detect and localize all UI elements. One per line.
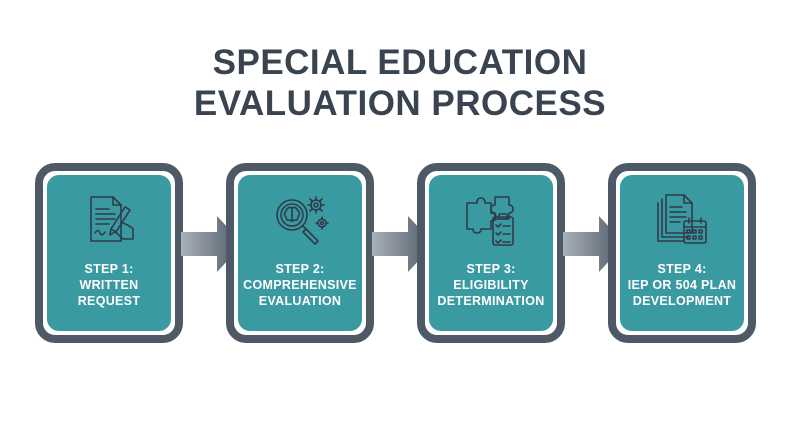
step-2-label: STEP 2: COMPREHENSIVE EVALUATION (238, 261, 362, 309)
step-3-number: STEP 3: (466, 262, 516, 276)
step-1-label: STEP 1: WRITTEN REQUEST (47, 261, 171, 309)
step-2-card: STEP 2: COMPREHENSIVE EVALUATION (226, 163, 374, 343)
step-4-card: STEP 4: IEP OR 504 PLAN DEVELOPMENT (608, 163, 756, 343)
step-4-label: STEP 4: IEP OR 504 PLAN DEVELOPMENT (620, 261, 744, 309)
step-1-card: STEP 1: WRITTEN REQUEST (35, 163, 183, 343)
brain-magnifier-gears-icon (270, 193, 330, 249)
step-3-title-line-2: DETERMINATION (437, 294, 545, 308)
step-1-title-line-2: REQUEST (77, 294, 141, 308)
step-3-label: STEP 3: ELIGIBILITY DETERMINATION (429, 261, 553, 309)
step-1-title-line-1: WRITTEN (79, 278, 139, 292)
step-3-title-line-1: ELIGIBILITY (453, 278, 529, 292)
step-4-card-body: STEP 4: IEP OR 504 PLAN DEVELOPMENT (620, 175, 744, 331)
step-2-title-line-1: COMPREHENSIVE (243, 278, 357, 292)
step-4-number: STEP 4: (657, 262, 707, 276)
title-line-1: SPECIAL EDUCATION (212, 43, 588, 82)
title-line-2: EVALUATION PROCESS (193, 84, 607, 123)
step-3-card: STEP 3: ELIGIBILITY DETERMINATION (417, 163, 565, 343)
step-4-title-line-2: DEVELOPMENT (632, 294, 732, 308)
puzzle-checklist-icon (461, 193, 521, 249)
step-1-card-body: STEP 1: WRITTEN REQUEST (47, 175, 171, 331)
step-4-title-line-1: IEP OR 504 PLAN (627, 278, 737, 292)
page-title: SPECIAL EDUCATION EVALUATION PROCESS (0, 42, 800, 124)
step-2-number: STEP 2: (275, 262, 325, 276)
step-3-card-body: STEP 3: ELIGIBILITY DETERMINATION (429, 175, 553, 331)
step-2-title-line-2: EVALUATION (258, 294, 342, 308)
step-2-card-body: STEP 2: COMPREHENSIVE EVALUATION (238, 175, 362, 331)
step-1-number: STEP 1: (84, 262, 134, 276)
documents-calendar-icon (652, 193, 712, 249)
signing-document-icon (79, 193, 139, 249)
